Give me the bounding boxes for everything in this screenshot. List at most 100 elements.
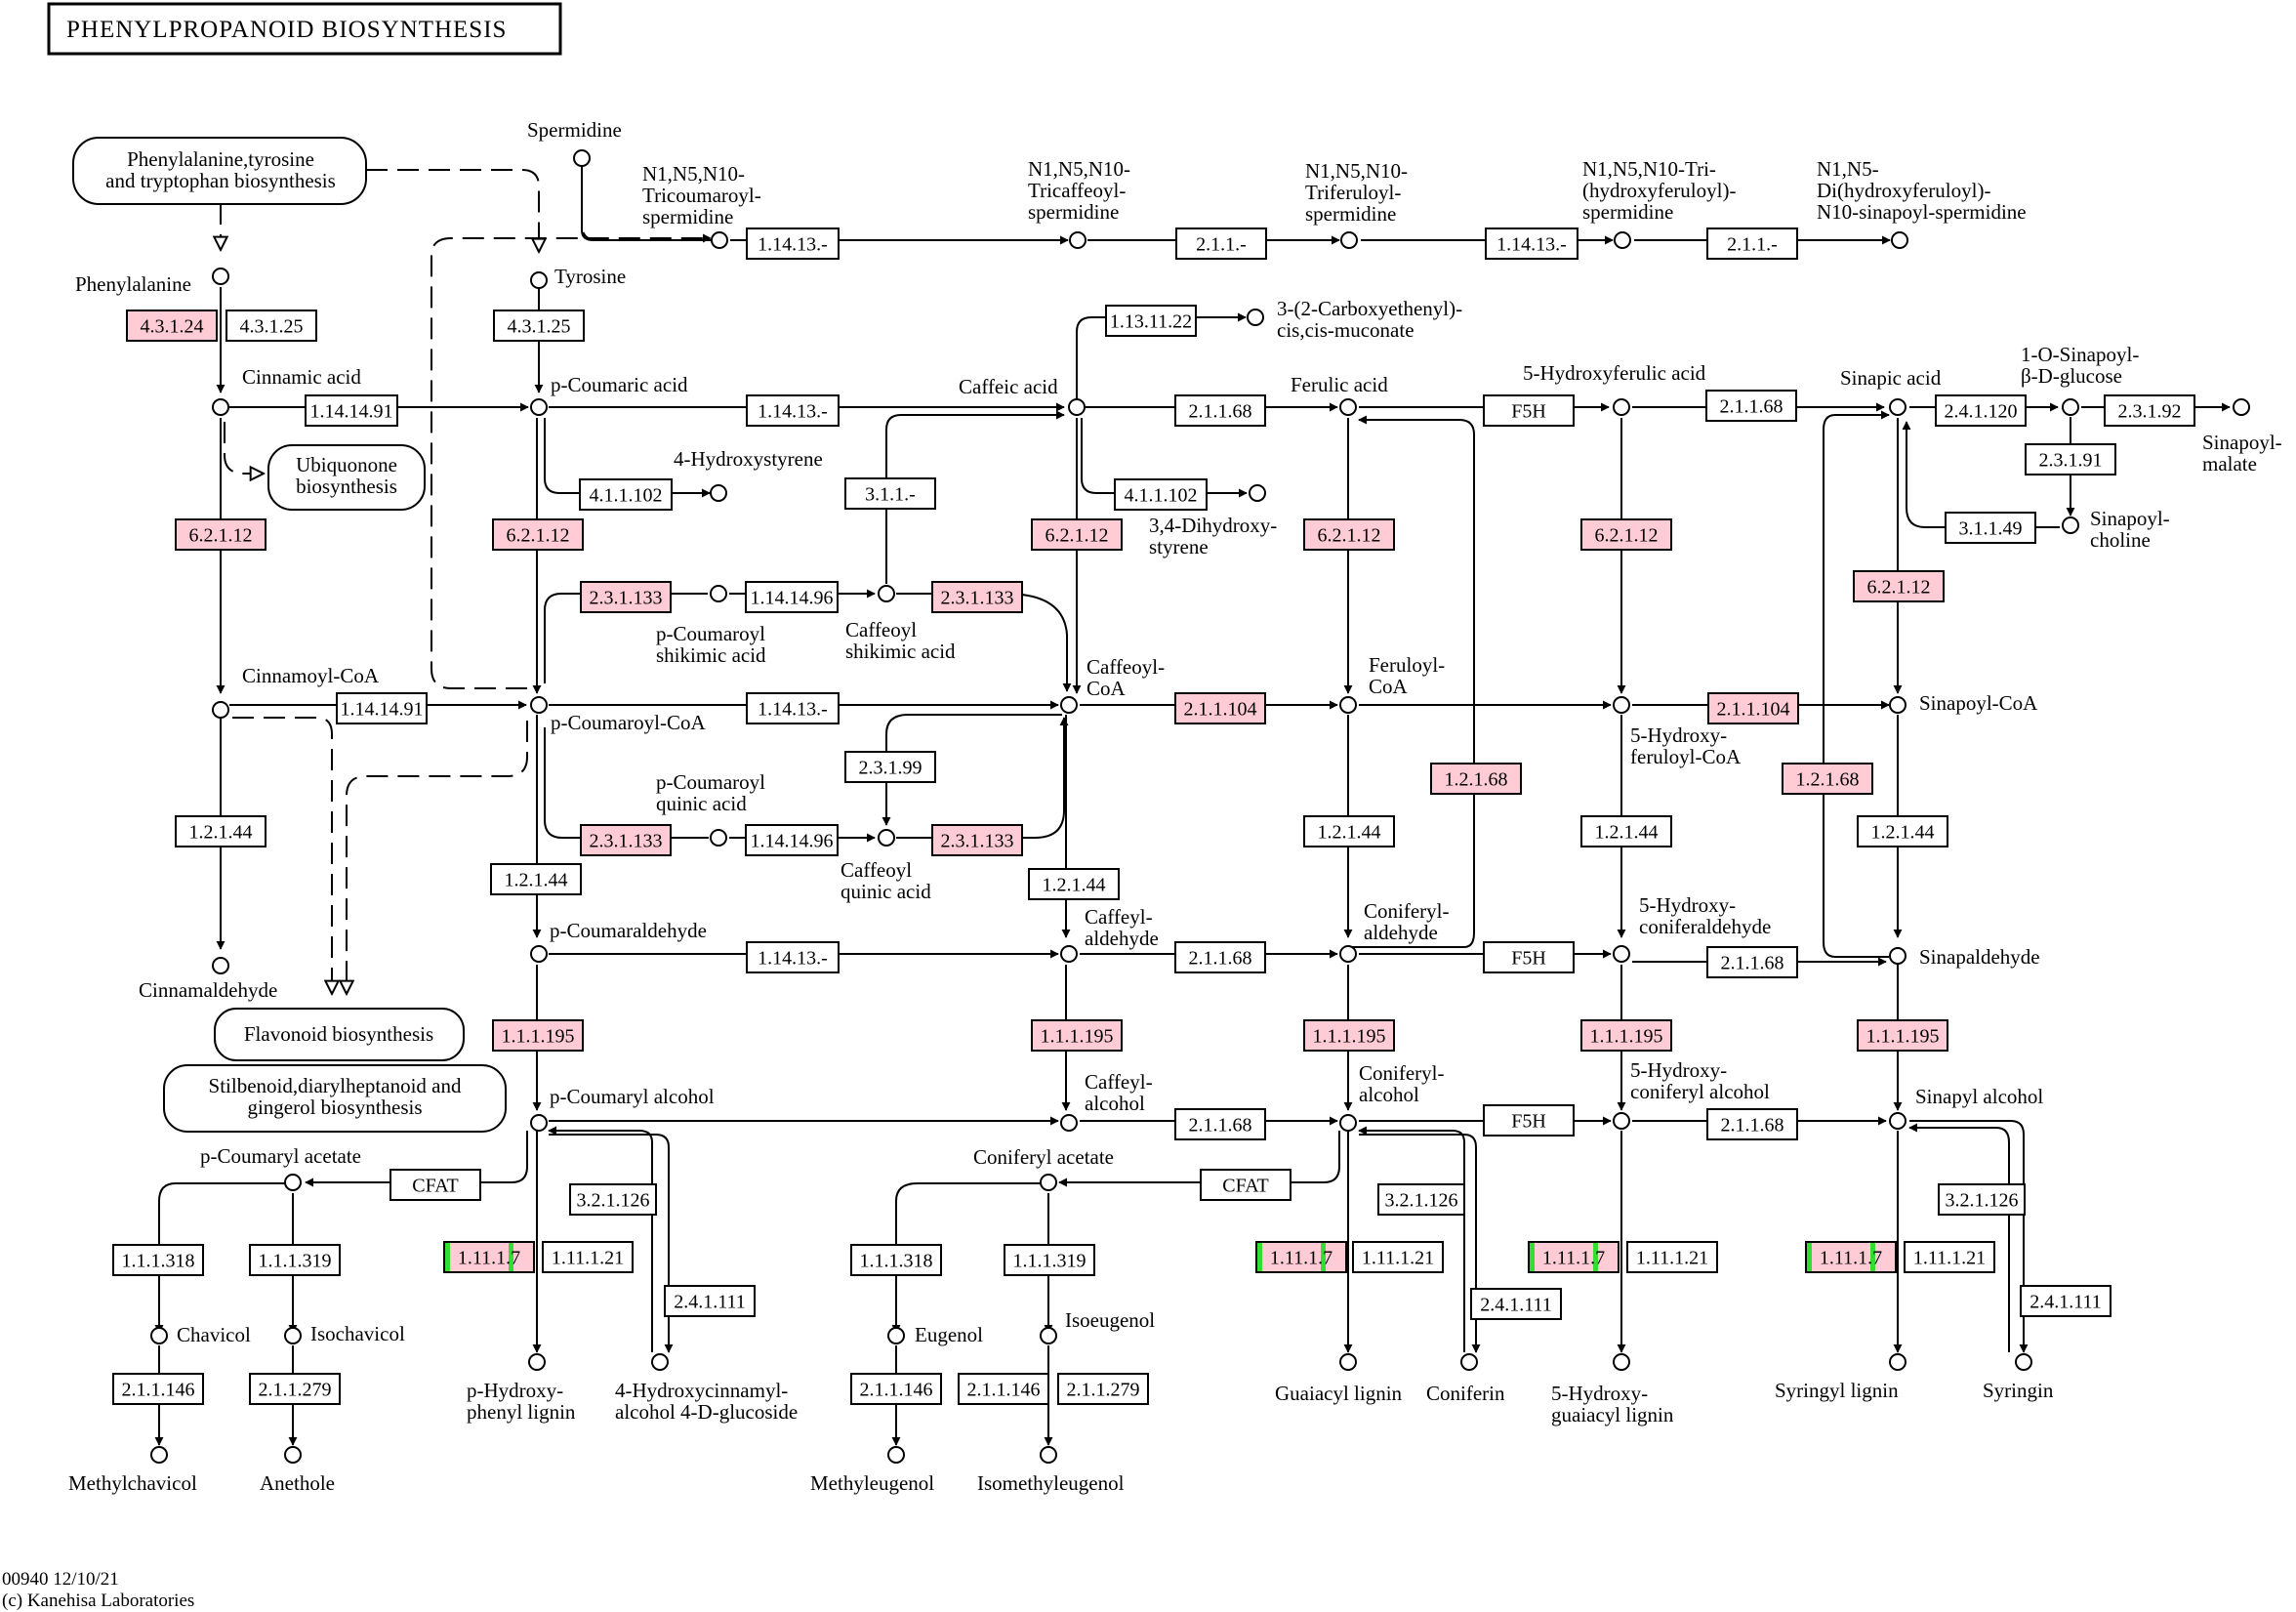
enzyme-1-1-1-319[interactable]: 1.1.1.319: [249, 1244, 341, 1276]
enzyme-1-11-1-7[interactable]: 1.11.1.7: [1805, 1241, 1897, 1273]
enzyme-box[interactable]: [1706, 1108, 1798, 1140]
enzyme-1-11-1-21[interactable]: 1.11.1.21: [1626, 1241, 1718, 1273]
compound-node[interactable]: [528, 1353, 546, 1371]
enzyme-box[interactable]: [1782, 763, 1873, 795]
enzyme-box[interactable]: [1031, 1019, 1123, 1052]
enzyme-6-2-1-12[interactable]: 6.2.1.12: [1303, 518, 1395, 551]
enzyme-box[interactable]: [1483, 394, 1575, 427]
compound-node[interactable]: [710, 829, 727, 847]
map-stilbenoid[interactable]: [163, 1064, 507, 1133]
enzyme-box[interactable]: [249, 1244, 341, 1276]
compound-node[interactable]: [1614, 231, 1631, 249]
compound-fercoa[interactable]: Feruloyl-CoA: [1339, 653, 1445, 714]
enzyme-box[interactable]: [1580, 815, 1672, 847]
enzyme-box[interactable]: [1303, 518, 1395, 551]
compound-cafcoa[interactable]: Caffeoyl-CoA: [1060, 655, 1165, 714]
enzyme-2-1-1-146[interactable]: 2.1.1.146: [850, 1373, 942, 1405]
enzyme-1-14-14-91[interactable]: 1.14.14.91: [336, 692, 428, 724]
enzyme-1-11-1-7[interactable]: 1.11.1.7: [443, 1241, 535, 1273]
enzyme-box[interactable]: [931, 824, 1023, 856]
enzyme-1-11-1-21[interactable]: 1.11.1.21: [542, 1241, 634, 1273]
enzyme-1-11-1-21[interactable]: 1.11.1.21: [1352, 1241, 1444, 1273]
compound-chav[interactable]: Chavicol: [150, 1323, 251, 1346]
map-phe-tyr-trp[interactable]: [72, 137, 367, 205]
enzyme-3-2-1-126[interactable]: 3.2.1.126: [569, 1183, 657, 1216]
compound-node[interactable]: [878, 829, 895, 847]
compound-node[interactable]: [1069, 231, 1086, 249]
compound-dhsty[interactable]: 3,4-Dihydroxy-styrene: [1149, 484, 1277, 558]
enzyme-2-3-1-133[interactable]: 2.3.1.133: [580, 581, 672, 613]
compound-conalc[interactable]: Coniferyl-alcohol: [1339, 1061, 1444, 1132]
enzyme-box[interactable]: [580, 824, 672, 856]
compound-node[interactable]: [1040, 1327, 1057, 1344]
enzyme-1-14-13--[interactable]: 1.14.13.-: [1485, 227, 1578, 260]
compound-ccm[interactable]: 3-(2-Carboxyethenyl)-cis,cis-muconate: [1247, 297, 1462, 342]
enzyme-6-2-1-12[interactable]: 6.2.1.12: [1031, 518, 1123, 551]
enzyme-box[interactable]: [1028, 868, 1120, 900]
enzyme-box[interactable]: [112, 1373, 204, 1405]
enzyme-box[interactable]: [492, 1019, 584, 1052]
enzyme-3-1-1-49[interactable]: 3.1.1.49: [1945, 512, 2036, 544]
enzyme-2-1-1-68[interactable]: 2.1.1.68: [1174, 1108, 1266, 1140]
compound-sglc[interactable]: 1-O-Sinapoyl-β-D-glucose: [2021, 343, 2139, 416]
compound-pcac[interactable]: p-Coumaryl acetate: [200, 1144, 361, 1191]
compound-tyr[interactable]: Tyrosine: [530, 265, 626, 289]
compound-node[interactable]: [212, 268, 229, 285]
compound-node[interactable]: [1060, 696, 1078, 714]
compound-cincoa[interactable]: Cinnamoyl-CoA: [212, 664, 380, 719]
enzyme-4-3-1-25[interactable]: 4.3.1.25: [493, 310, 585, 342]
compound-node[interactable]: [1339, 1353, 1357, 1371]
compound-hcg[interactable]: 4-Hydroxycinnamyl-alcohol 4-D-glucoside: [615, 1353, 798, 1424]
enzyme-box[interactable]: [1114, 478, 1208, 511]
enzyme-1-14-13--[interactable]: 1.14.13.-: [746, 941, 840, 973]
enzyme-1-1-1-195[interactable]: 1.1.1.195: [1031, 1019, 1123, 1052]
enzyme-box[interactable]: [1904, 1241, 1995, 1273]
compound-hgl[interactable]: 5-Hydroxy-guaiacyl lignin: [1551, 1353, 1674, 1426]
enzyme-1-14-13--[interactable]: 1.14.13.-: [746, 227, 840, 260]
compound-node[interactable]: [1889, 1353, 1906, 1371]
enzyme-box[interactable]: [958, 1373, 1049, 1405]
enzyme-1-14-14-91[interactable]: 1.14.14.91: [305, 394, 398, 427]
compound-node[interactable]: [710, 484, 727, 502]
enzyme-6-2-1-12[interactable]: 6.2.1.12: [1580, 518, 1672, 551]
enzyme-2-1-1-279[interactable]: 2.1.1.279: [249, 1373, 341, 1405]
enzyme-box[interactable]: [542, 1241, 634, 1273]
enzyme-3-1-1--[interactable]: 3.1.1.-: [844, 477, 936, 510]
compound-node[interactable]: [1889, 696, 1906, 714]
compound-node[interactable]: [1339, 1114, 1357, 1132]
compound-sin[interactable]: Sinapic acid: [1840, 366, 1942, 416]
enzyme-box[interactable]: [1057, 1373, 1149, 1405]
enzyme-2-4-1-111[interactable]: 2.4.1.111: [664, 1285, 756, 1317]
enzyme-box[interactable]: [2025, 443, 2116, 475]
compound-node[interactable]: [887, 1446, 905, 1464]
enzyme-box[interactable]: [443, 1241, 535, 1273]
enzyme-box[interactable]: [580, 581, 672, 613]
compound-node[interactable]: [887, 1327, 905, 1344]
enzyme-2-1-1-68[interactable]: 2.1.1.68: [1705, 390, 1797, 422]
compound-node[interactable]: [284, 1327, 302, 1344]
enzyme-6-2-1-12[interactable]: 6.2.1.12: [175, 518, 266, 551]
compound-node[interactable]: [1339, 398, 1357, 416]
enzyme-6-2-1-12[interactable]: 6.2.1.12: [1853, 570, 1945, 602]
enzyme-box[interactable]: [745, 824, 839, 856]
enzyme-3-2-1-126[interactable]: 3.2.1.126: [1938, 1183, 2026, 1216]
enzyme-2-3-1-99[interactable]: 2.3.1.99: [844, 751, 936, 783]
enzyme-box[interactable]: [850, 1244, 942, 1276]
enzyme-box[interactable]: [1935, 394, 2027, 427]
enzyme-1-14-13--[interactable]: 1.14.13.-: [746, 692, 840, 724]
compound-thfs[interactable]: N1,N5,N10-Tri-(hydroxyferuloyl)-spermidi…: [1582, 157, 1736, 249]
enzyme-box[interactable]: [175, 518, 266, 551]
enzyme-box[interactable]: [1857, 1019, 1948, 1052]
enzyme-2-1-1-68[interactable]: 2.1.1.68: [1706, 946, 1798, 978]
compound-tcs[interactable]: N1,N5,N10-Tricoumaroyl-spermidine: [642, 162, 761, 249]
enzyme-4-1-1-102[interactable]: 4.1.1.102: [1114, 478, 1208, 511]
enzyme-1-2-1-44[interactable]: 1.2.1.44: [175, 815, 266, 847]
enzyme-box[interactable]: [664, 1285, 756, 1317]
enzyme-1-2-1-44[interactable]: 1.2.1.44: [1857, 815, 1948, 847]
compound-cafald[interactable]: Caffeyl-aldehyde: [1060, 905, 1159, 963]
enzyme-1-11-1-7[interactable]: 1.11.1.7: [1528, 1241, 1620, 1273]
enzyme-box[interactable]: [1470, 1288, 1562, 1320]
compound-node[interactable]: [2062, 398, 2079, 416]
